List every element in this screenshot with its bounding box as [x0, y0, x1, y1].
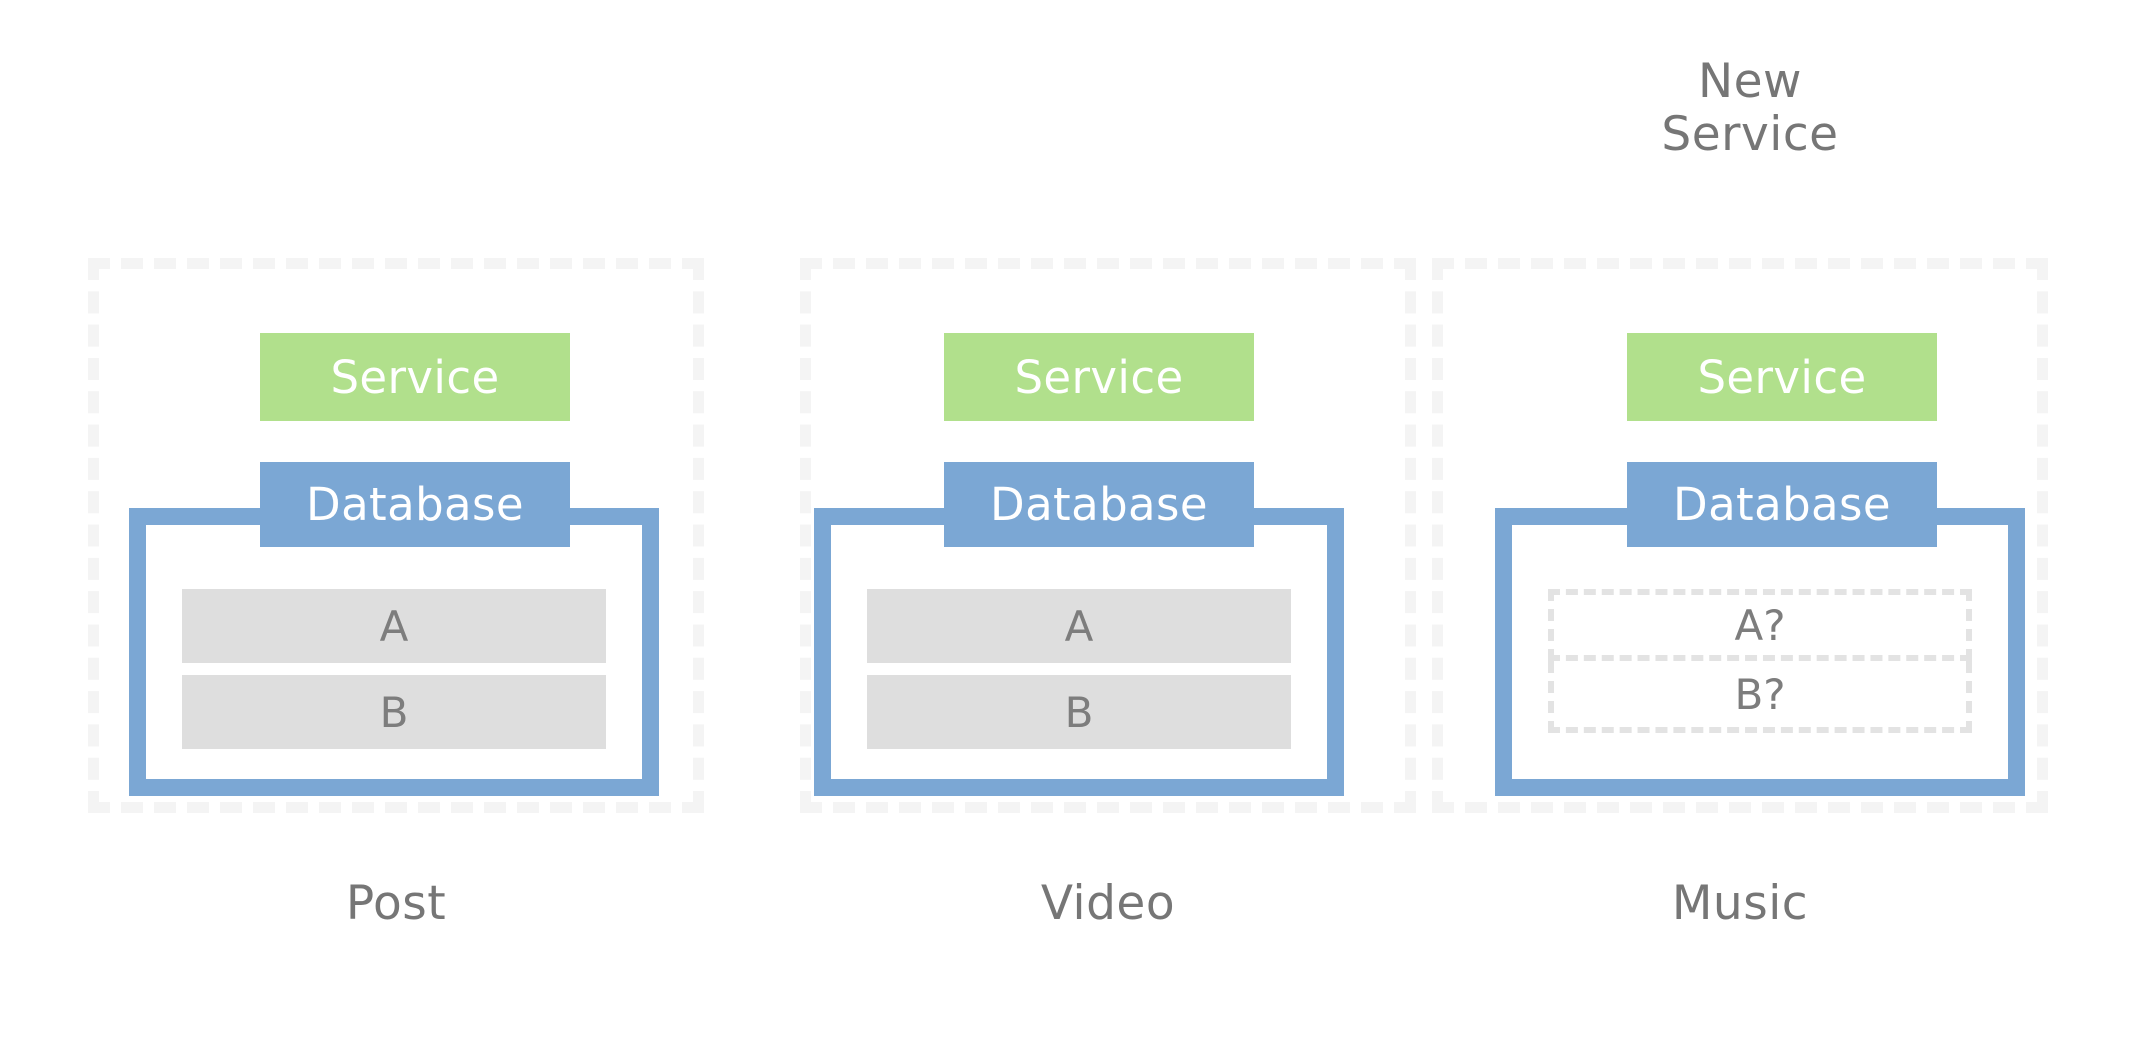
panel-caption-music: Music — [1671, 876, 1809, 931]
database-rows-music: A? B? — [1512, 589, 2008, 733]
table-row-label: A — [379, 601, 409, 651]
database-label-video[interactable]: Database — [944, 462, 1254, 547]
table-row[interactable]: B — [867, 675, 1291, 749]
service-box-music[interactable]: Service — [1627, 333, 1937, 421]
table-row-label: B? — [1734, 669, 1786, 719]
table-row-label: A? — [1734, 600, 1786, 650]
new-service-line-1: New — [1697, 54, 1802, 109]
panel-caption-video: Video — [1040, 876, 1176, 931]
database-label-text: Database — [306, 478, 524, 531]
database-frame-music: A? B? — [1495, 508, 2025, 796]
table-row-label: A — [1064, 601, 1094, 651]
database-label-text: Database — [990, 478, 1208, 531]
database-label-text: Database — [1673, 478, 1891, 531]
new-service-line-2: Service — [1661, 107, 1839, 163]
new-service-annotation: New Service — [1600, 55, 1900, 161]
table-row-label: B — [379, 687, 409, 737]
database-frame-video: A B — [814, 508, 1344, 796]
database-label-post[interactable]: Database — [260, 462, 570, 547]
database-frame-post: A B — [129, 508, 659, 796]
service-box-label: Service — [1014, 350, 1184, 404]
database-label-music[interactable]: Database — [1627, 462, 1937, 547]
service-box-video[interactable]: Service — [944, 333, 1254, 421]
service-panel-video: Service Database A B — [800, 258, 1416, 813]
table-row[interactable]: B? — [1548, 661, 1972, 733]
database-rows-video: A B — [831, 589, 1327, 761]
service-panel-post: Service Database A B — [88, 258, 704, 813]
service-box-label: Service — [330, 350, 500, 404]
service-box-label: Service — [1697, 350, 1867, 404]
service-box-post[interactable]: Service — [260, 333, 570, 421]
table-row-label: B — [1064, 687, 1094, 737]
database-rows-post: A B — [146, 589, 642, 761]
table-row[interactable]: A — [182, 589, 606, 663]
service-panel-music: Service Database A? B? — [1432, 258, 2048, 813]
table-row[interactable]: B — [182, 675, 606, 749]
panel-caption-post: Post — [345, 876, 447, 931]
table-row[interactable]: A? — [1548, 589, 1972, 661]
table-row[interactable]: A — [867, 589, 1291, 663]
